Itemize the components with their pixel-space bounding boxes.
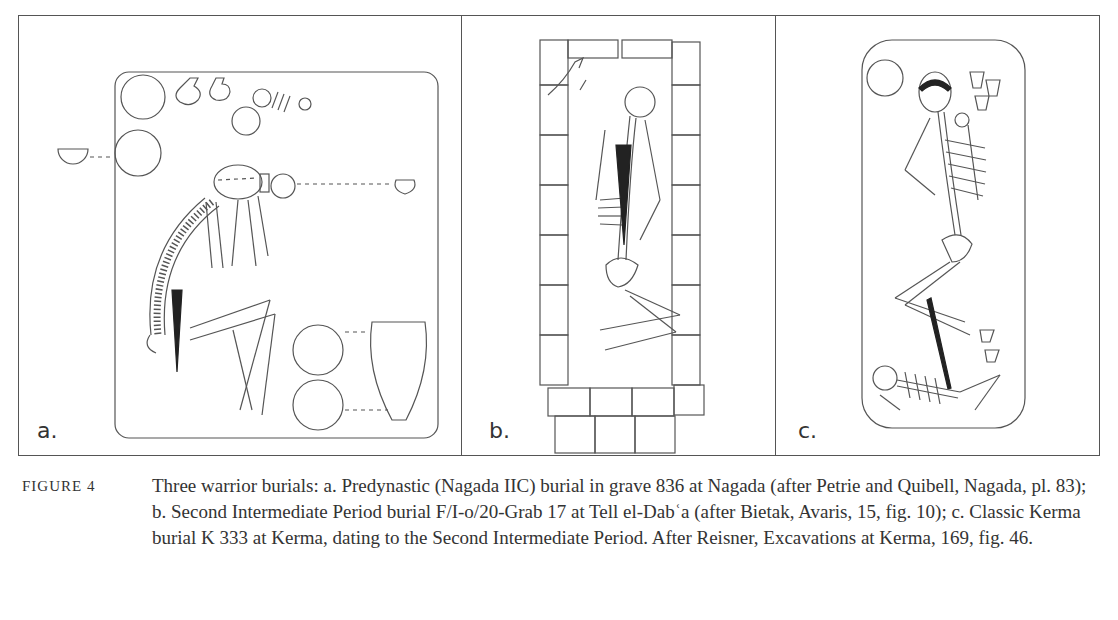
panel-letter: b. — [489, 418, 510, 443]
grave-a-drawing — [58, 72, 438, 438]
burial-panel: b. — [461, 15, 776, 456]
figure-caption: Three warrior burials: a. Predynastic (N… — [152, 473, 1102, 551]
panel-letter: c. — [798, 418, 817, 443]
grave-b-drawing — [540, 40, 704, 453]
burial-panel: a. — [18, 15, 462, 456]
burial-panel: c. — [775, 15, 1100, 456]
figure-number: FIGURE 4 — [22, 478, 95, 495]
panel-letter: a. — [37, 418, 57, 443]
grave-c-drawing — [862, 40, 1025, 428]
